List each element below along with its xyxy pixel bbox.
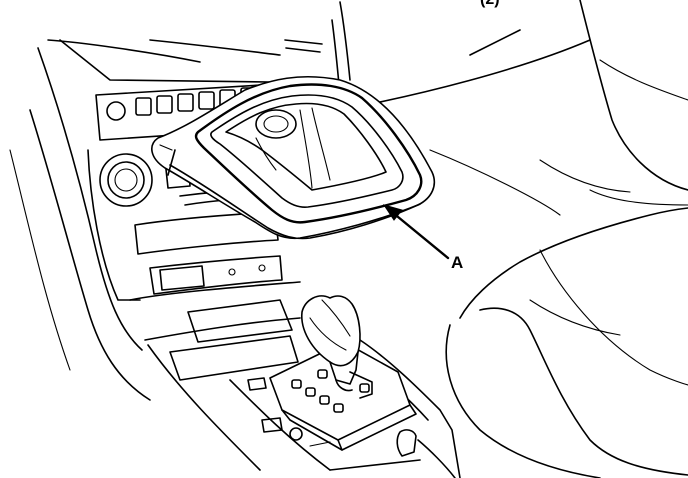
shift-knob xyxy=(301,295,361,392)
driver-seat xyxy=(429,149,688,478)
right-door-panel xyxy=(579,0,688,191)
shift-gate xyxy=(269,341,417,451)
callout-arrow xyxy=(382,204,450,260)
shift-console-trim xyxy=(151,75,436,240)
page-fragment-label: (2) xyxy=(480,0,500,8)
callout-label-a: A xyxy=(451,253,464,272)
